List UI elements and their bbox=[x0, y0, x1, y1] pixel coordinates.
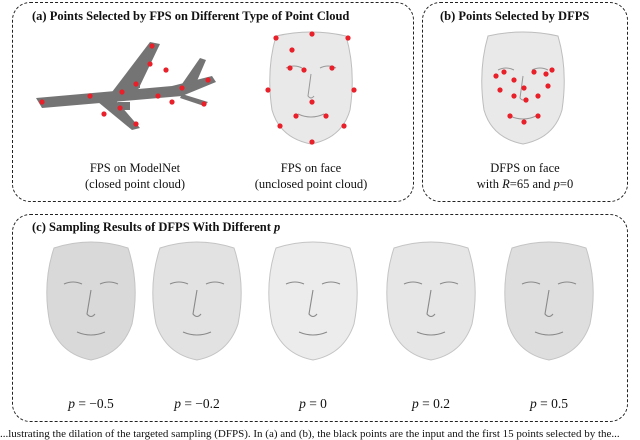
selected-point bbox=[169, 99, 175, 105]
selected-point bbox=[119, 89, 125, 95]
selected-point bbox=[549, 67, 555, 73]
face-b-selected-points bbox=[493, 67, 555, 125]
selected-point bbox=[521, 119, 527, 125]
airplane-selected-points bbox=[39, 43, 211, 127]
panel-b bbox=[422, 2, 628, 202]
selected-point bbox=[265, 87, 271, 93]
selected-point bbox=[163, 67, 169, 73]
selected-point bbox=[543, 71, 549, 77]
caption-fps-modelnet: FPS on ModelNet (closed point cloud) bbox=[85, 161, 185, 191]
face-outline bbox=[268, 241, 358, 361]
selected-point bbox=[179, 85, 185, 91]
selected-point bbox=[351, 87, 357, 93]
selected-point bbox=[323, 113, 329, 119]
selected-point bbox=[289, 47, 295, 53]
p-value-label: p = 0 bbox=[299, 396, 327, 411]
figure-caption: ...lustrating the dilation of the target… bbox=[0, 428, 620, 440]
selected-point bbox=[205, 77, 211, 83]
dfps-face-2 bbox=[152, 241, 242, 361]
face-outline bbox=[46, 241, 136, 361]
airplane-point-cloud bbox=[36, 42, 216, 130]
selected-point bbox=[521, 85, 527, 91]
selected-point bbox=[39, 99, 45, 105]
selected-point bbox=[149, 43, 155, 49]
selected-point bbox=[493, 73, 499, 79]
selected-point bbox=[545, 83, 551, 89]
face-outline bbox=[386, 241, 476, 361]
selected-point bbox=[293, 113, 299, 119]
face-features-a bbox=[285, 65, 337, 118]
caption-dfps-face: DFPS on face with R=65 and p=0 bbox=[476, 161, 574, 191]
selected-point bbox=[511, 93, 517, 99]
face-outline bbox=[504, 241, 594, 361]
selected-point bbox=[531, 69, 537, 75]
selected-point bbox=[201, 101, 207, 107]
selected-point bbox=[273, 35, 279, 41]
panel-a-title: (a) Points Selected by FPS on Different … bbox=[32, 9, 350, 23]
caption-fps-face: FPS on face (unclosed point cloud) bbox=[254, 161, 368, 191]
selected-point bbox=[501, 69, 507, 75]
selected-point bbox=[345, 35, 351, 41]
dfps-face-1 bbox=[46, 241, 136, 361]
selected-point bbox=[277, 123, 283, 129]
dfps-face-5 bbox=[504, 241, 594, 361]
panel-c-title: (c) Sampling Results of DFPS With Differ… bbox=[32, 220, 281, 234]
face-outline bbox=[152, 241, 242, 361]
p-value-label: p = 0.2 bbox=[412, 396, 450, 411]
airplane-shape bbox=[36, 42, 216, 130]
face-a-selected-points bbox=[265, 31, 357, 145]
selected-point bbox=[507, 113, 513, 119]
p-value-label: p = −0.2 bbox=[174, 396, 220, 411]
face-point-cloud-a bbox=[265, 31, 357, 145]
panel-c bbox=[12, 214, 628, 422]
panel-b-title: (b) Points Selected by DFPS bbox=[440, 9, 590, 23]
selected-point bbox=[101, 111, 107, 117]
selected-point bbox=[287, 65, 293, 71]
selected-point bbox=[155, 93, 161, 99]
p-value-label: p = −0.5 bbox=[68, 396, 114, 411]
selected-point bbox=[309, 139, 315, 145]
selected-point bbox=[133, 81, 139, 87]
selected-point bbox=[535, 113, 541, 119]
selected-point bbox=[309, 99, 315, 105]
face-point-cloud-b bbox=[481, 31, 565, 145]
selected-point bbox=[133, 121, 139, 127]
selected-point bbox=[301, 67, 307, 73]
selected-point bbox=[497, 87, 503, 93]
selected-point bbox=[341, 123, 347, 129]
face-outline-a bbox=[269, 31, 353, 145]
selected-point bbox=[535, 93, 541, 99]
selected-point bbox=[147, 61, 153, 67]
selected-point bbox=[329, 65, 335, 71]
selected-point bbox=[117, 105, 123, 111]
dfps-face-4 bbox=[386, 241, 476, 361]
panel-a bbox=[12, 2, 414, 202]
selected-point bbox=[511, 77, 517, 83]
selected-point bbox=[87, 93, 93, 99]
selected-point bbox=[309, 31, 315, 37]
p-value-label: p = 0.5 bbox=[530, 396, 568, 411]
dfps-face-3 bbox=[268, 241, 358, 361]
selected-point bbox=[523, 97, 529, 103]
